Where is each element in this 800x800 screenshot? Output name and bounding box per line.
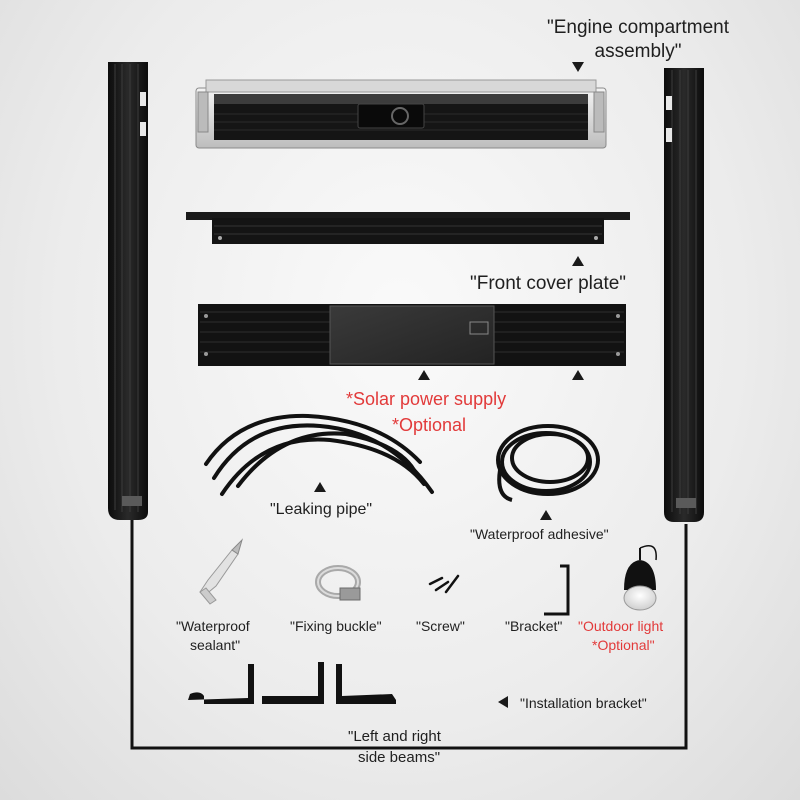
- installation-bracket-label: "Installation bracket": [520, 695, 647, 711]
- side-beams-label-line1: "Left and right: [348, 728, 441, 745]
- engine-pointer-icon: [572, 62, 584, 72]
- waterproof-adhesive-label: "Waterproof adhesive": [470, 526, 609, 542]
- adhesive-pointer-icon: [540, 510, 552, 520]
- leaking-pipe-pointer-icon: [314, 482, 326, 492]
- bracket: [544, 564, 570, 616]
- solar-power-supply: [198, 304, 626, 366]
- screws: [428, 574, 460, 594]
- bracket-label: "Bracket": [505, 618, 563, 634]
- solar-optional-label: *Optional: [392, 415, 467, 435]
- fixing-buckle-label: "Fixing buckle": [290, 618, 382, 634]
- left-side-beam: [108, 62, 148, 520]
- screw-label: "Screw": [416, 618, 465, 634]
- solar-pointer-right-icon: [572, 370, 584, 380]
- waterproof-sealant-label-line1: "Waterproof: [176, 618, 250, 634]
- side-beams-label-line2: side beams": [358, 749, 441, 766]
- solar-power-label: *Solar power supply: [346, 389, 507, 409]
- leaking-pipe: [204, 413, 434, 496]
- front-cover-plate-label: "Front cover plate": [470, 273, 627, 294]
- right-side-beam: [664, 68, 704, 522]
- outdoor-light-optional-label: *Optional": [592, 637, 655, 653]
- installation-bracket-pointer-icon: [498, 696, 508, 708]
- connector-line: [130, 518, 688, 750]
- front-plate-pointer-icon: [572, 256, 584, 266]
- solar-pointer-left-icon: [418, 370, 430, 380]
- front-cover-plate: [186, 212, 630, 244]
- engine-compartment-label: "Engine compartment assembly": [546, 17, 730, 62]
- waterproof-sealant-label-line2: sealant": [190, 637, 241, 653]
- outdoor-light: [623, 545, 657, 611]
- waterproof-sealant: [199, 538, 244, 605]
- engine-compartment-assembly: [195, 79, 607, 149]
- leaking-pipe-label: "Leaking pipe": [270, 501, 373, 518]
- fixing-buckle: [315, 565, 361, 601]
- installation-brackets: [188, 662, 396, 704]
- outdoor-light-label: "Outdoor light: [578, 618, 664, 634]
- waterproof-adhesive: [496, 424, 600, 502]
